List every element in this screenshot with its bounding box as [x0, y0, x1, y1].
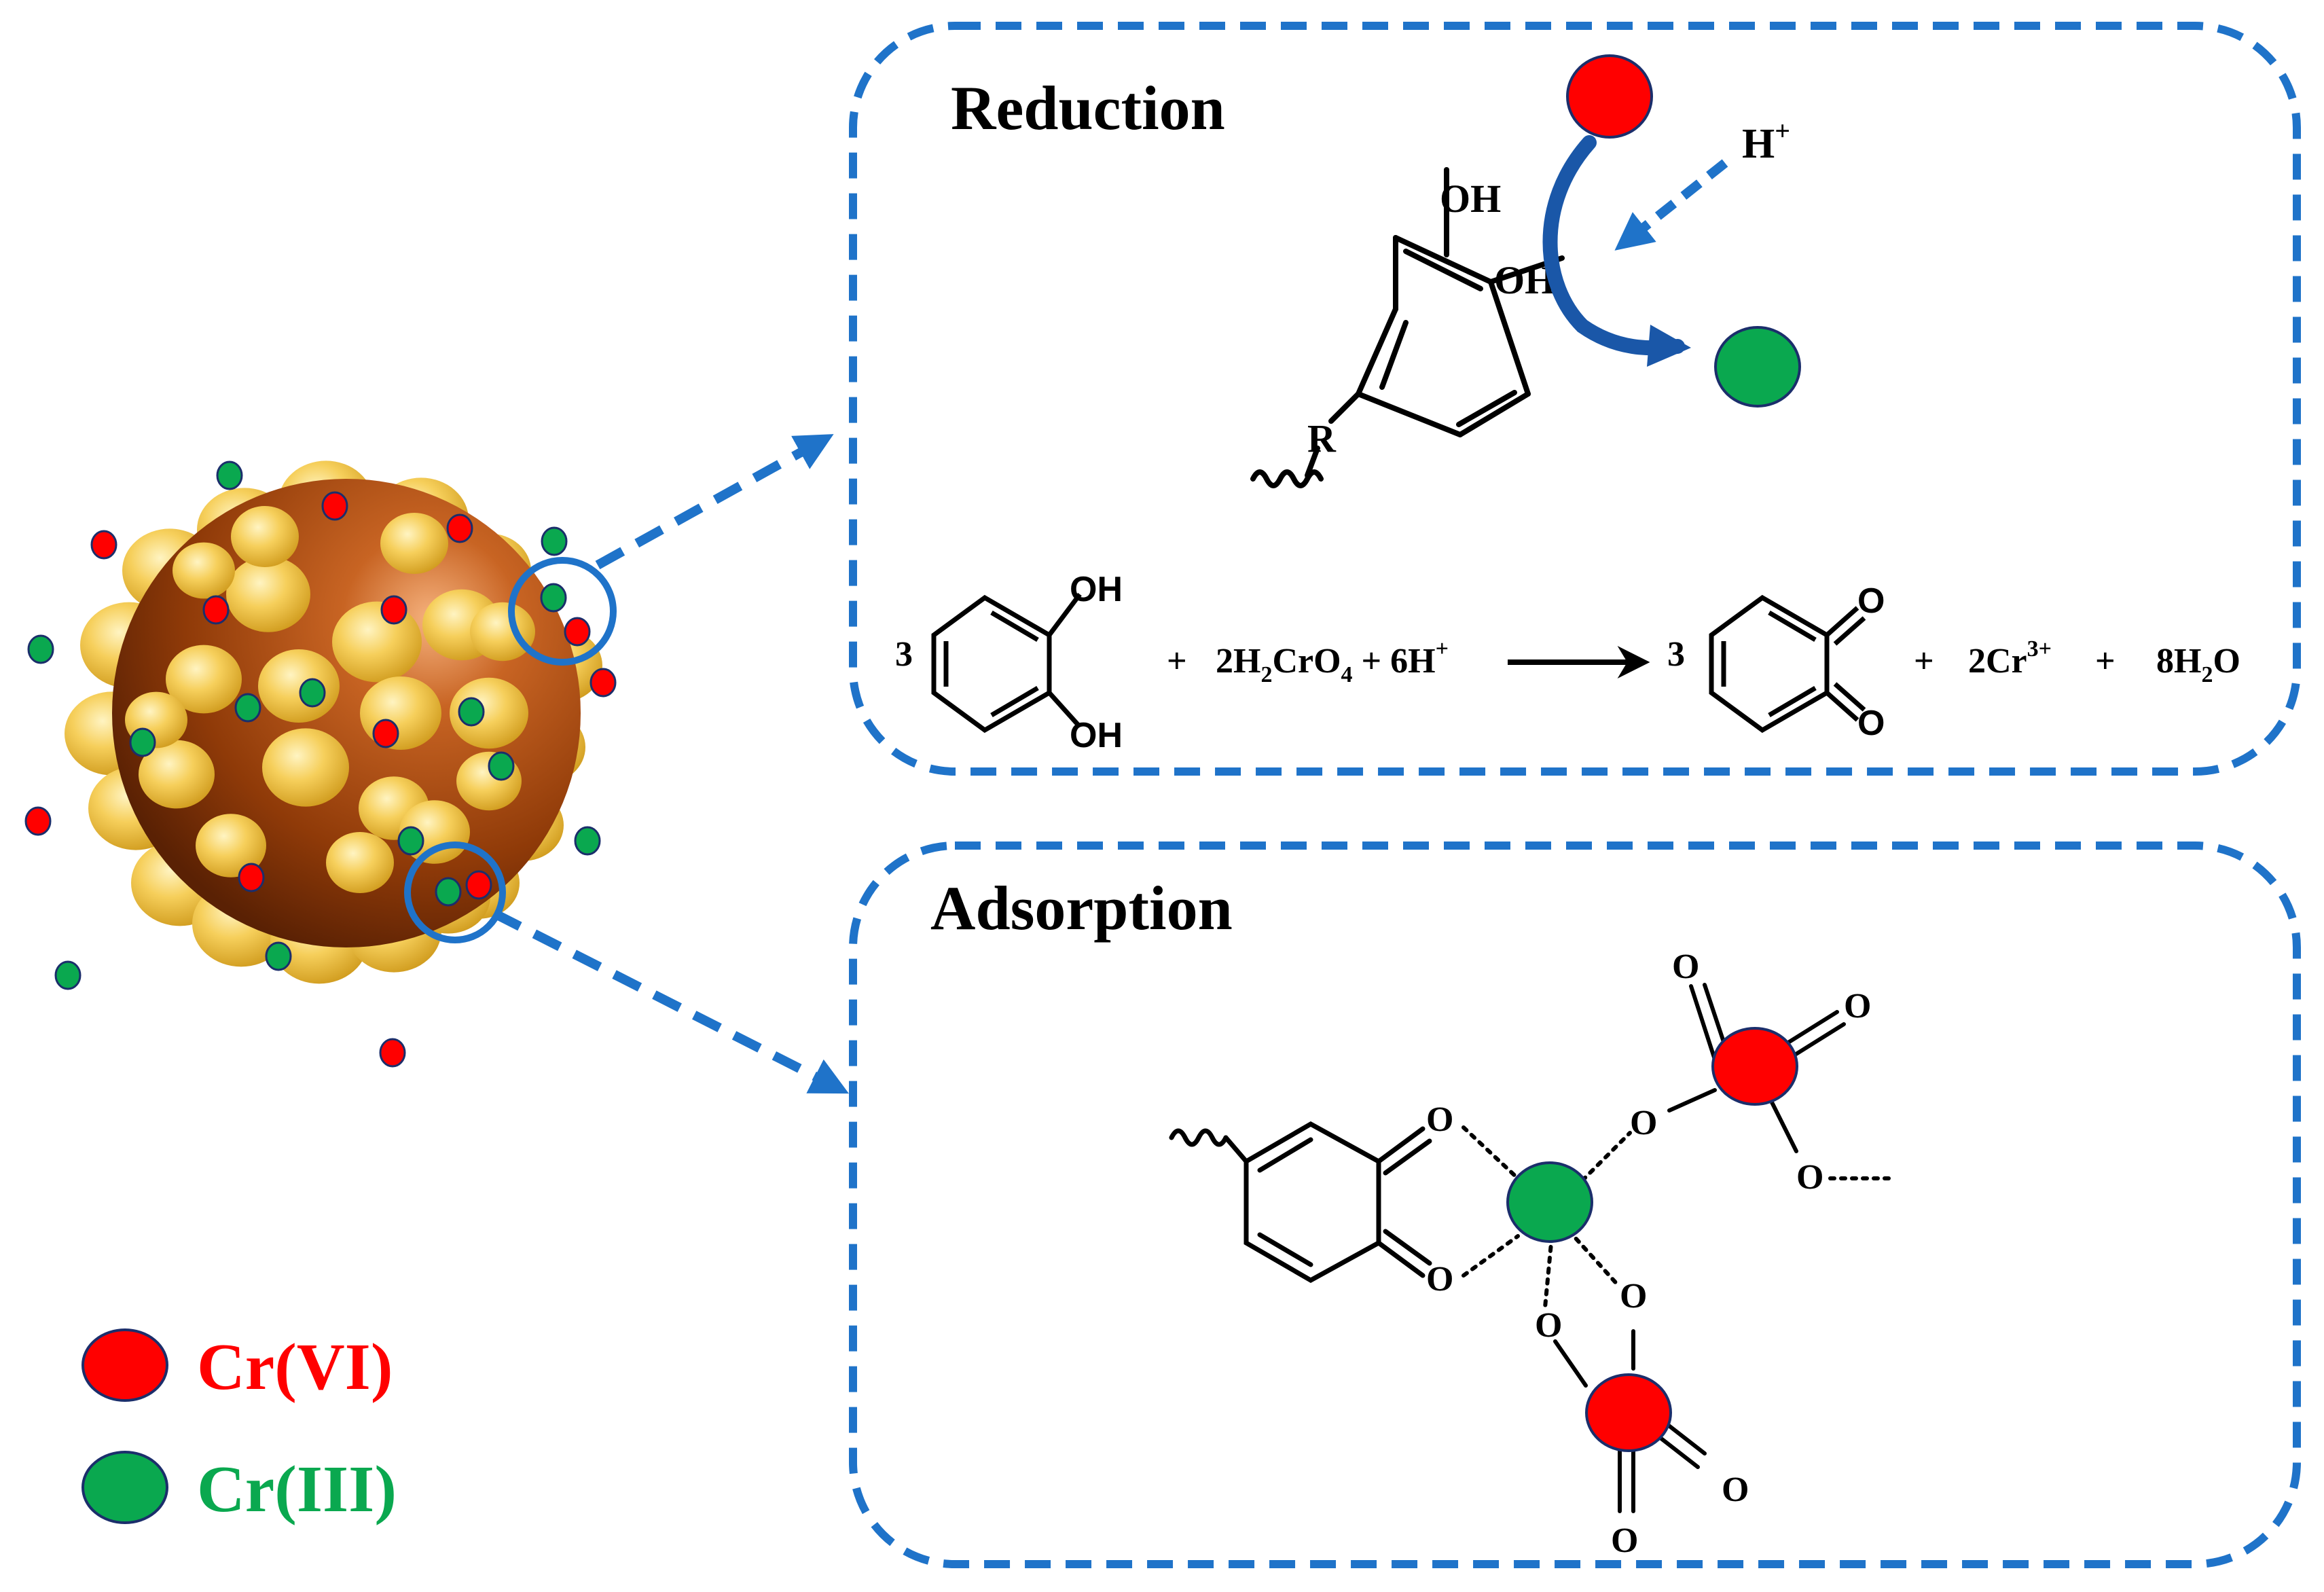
cr3-ion — [129, 727, 156, 757]
ads-o-bridge-upper: O — [1630, 1104, 1657, 1142]
gold-nanoparticle-bump — [380, 513, 448, 574]
cr3-ion — [488, 751, 515, 781]
eq-product-cr: 2Cr3+ — [1968, 636, 2052, 681]
legend: Cr(VI) Cr(III) — [81, 1328, 397, 1526]
gold-nanoparticle-bump — [450, 677, 528, 749]
cr3-ion — [299, 678, 326, 708]
ads-o-quinone-top: O — [1426, 1100, 1453, 1139]
quinone-ligand-structure — [1169, 1121, 1432, 1284]
cr6-ion — [321, 491, 348, 521]
gold-nanoparticle-bump — [360, 676, 441, 750]
cr3-ion — [458, 697, 485, 727]
ads-o-chromate-right: O — [1844, 987, 1871, 1026]
electron-transfer-arrowhead — [1647, 325, 1691, 367]
chromate-cr6-ion-upper — [1711, 1027, 1798, 1106]
eq-reagent: 2H2CrO4 + 6H+ — [1216, 636, 1449, 687]
highlight-circle-upper — [508, 557, 617, 666]
cr6-ion — [202, 595, 230, 625]
legend-cr3-label: Cr(III) — [197, 1453, 397, 1526]
ads-o-lower-right: O — [1722, 1470, 1749, 1509]
reduction-panel-frame — [849, 22, 2301, 776]
reduction-r-label: R — [1307, 416, 1337, 460]
electron-transfer-arrow — [1542, 135, 1685, 356]
gold-nanoparticle-bump — [231, 506, 299, 567]
gold-nanoparticle-bump — [173, 542, 235, 599]
eq-coef-right: 3 — [1667, 635, 1685, 674]
adsorption-panel-frame — [849, 842, 2301, 1568]
nanoparticle — [24, 460, 617, 1068]
eq-plus-4: + — [2095, 642, 2116, 681]
gold-nanoparticle-bump — [166, 645, 242, 714]
cr3-ion — [54, 960, 81, 990]
gold-nanoparticle-bump — [262, 728, 349, 807]
eq-catechol-oh-top: OH — [1070, 570, 1123, 609]
eq-quinone-ring — [1709, 594, 1866, 734]
reduction-cr6-ion — [1566, 54, 1653, 139]
legend-cr6-marker — [81, 1328, 168, 1402]
eq-quinone-o-top: O — [1857, 581, 1885, 621]
cr3-ion — [397, 826, 424, 856]
ads-o-lower-bottom: O — [1611, 1521, 1638, 1560]
eq-catechol-oh-bottom: OH — [1070, 716, 1123, 755]
ads-o-bridge-left: O — [1535, 1306, 1562, 1345]
eq-plus-1: + — [1167, 642, 1187, 681]
ads-o-chromate-top: O — [1672, 947, 1699, 986]
cr6-ion — [380, 595, 407, 625]
highlight-circle-lower — [404, 842, 506, 943]
gold-nanoparticle-bump — [326, 832, 394, 893]
cr3-ion — [265, 941, 292, 971]
cr6-ion — [564, 617, 591, 647]
h-plus-arrow — [1614, 159, 1728, 251]
legend-cr6-label: Cr(VI) — [197, 1331, 393, 1404]
cr6-ion — [446, 513, 473, 543]
gold-nanoparticle-bump — [258, 649, 340, 723]
gold-nanoparticle-bump — [470, 602, 535, 662]
cr6-ion — [24, 806, 52, 836]
eq-catechol-ring — [931, 592, 1082, 734]
coordination-bonds — [1461, 1125, 1897, 1309]
ads-o-bridge-right: O — [1620, 1277, 1647, 1316]
eq-product-water: 8H2O — [2156, 642, 2240, 687]
gold-nanoparticle-bump — [196, 814, 266, 878]
gold-nanoparticle-bump — [226, 556, 310, 632]
cr6-ion — [372, 719, 399, 748]
adsorption-title: Adsorption — [930, 873, 1233, 943]
eq-plus-3: + — [1914, 642, 1934, 681]
cr6-ion — [238, 863, 265, 892]
cr3-ion — [435, 877, 462, 907]
reduction-cr3-ion — [1714, 326, 1801, 408]
gold-nanoparticle-bump — [332, 601, 422, 683]
legend-cr3-marker — [81, 1451, 168, 1524]
connector-arrow-reduction — [595, 434, 834, 570]
cr3-ion — [541, 526, 568, 556]
cr3-ion — [216, 460, 243, 490]
ads-o-chromate-dangling: O — [1796, 1158, 1823, 1197]
cr3-ion — [27, 634, 54, 664]
gold-nanoparticle-bump — [139, 740, 215, 809]
eq-quinone-o-bottom: O — [1857, 704, 1885, 743]
cr3-ion — [540, 583, 567, 613]
cr6-ion — [90, 530, 117, 560]
eq-coef-left: 3 — [895, 635, 913, 674]
catechol-structure — [1250, 167, 1565, 488]
cr3-ion — [574, 826, 601, 856]
h-plus-label: H+ — [1742, 115, 1790, 167]
ads-o-quinone-bottom: O — [1426, 1260, 1453, 1299]
connector-arrow-adsorption — [492, 909, 849, 1094]
reduction-oh-top: OH — [1440, 177, 1501, 221]
cr6-ion — [379, 1038, 406, 1068]
cr3-ion — [234, 693, 261, 723]
reduction-title: Reduction — [951, 73, 1225, 143]
cr6-ion — [465, 870, 492, 900]
chromate-cr6-ion-lower — [1585, 1373, 1672, 1452]
adsorbed-cr3-ion — [1506, 1161, 1593, 1243]
cr6-ion — [589, 668, 617, 698]
